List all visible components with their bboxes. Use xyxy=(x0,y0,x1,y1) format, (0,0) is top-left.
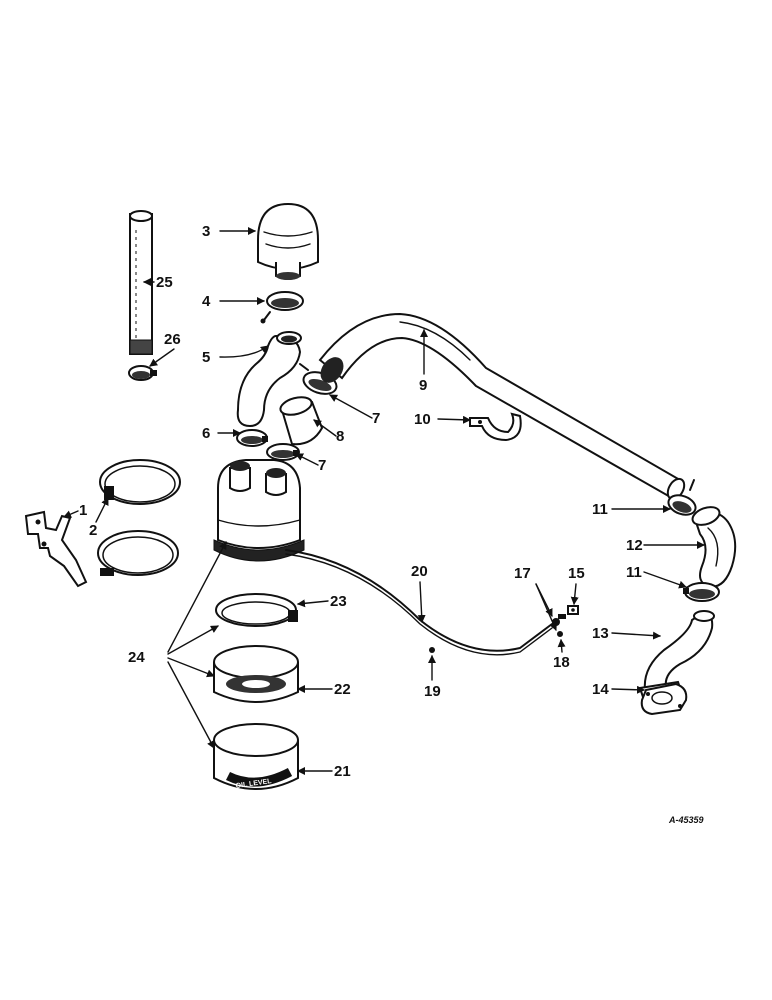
callout-17: 17 xyxy=(514,565,531,582)
callout-9: 9 xyxy=(419,377,427,394)
callout-8: 8 xyxy=(336,428,344,445)
callout-25: 25 xyxy=(156,274,173,291)
inner-cup-part-22 xyxy=(213,645,299,703)
callout-26: 26 xyxy=(164,331,181,348)
bracket-part-10 xyxy=(469,412,522,442)
long-tube-part xyxy=(318,312,686,501)
callout-6: 6 xyxy=(202,425,210,442)
small-clamp-part xyxy=(128,365,157,381)
callout-3: 3 xyxy=(202,223,210,240)
bracket-part-1 xyxy=(24,510,88,588)
clamp-part-4 xyxy=(260,291,304,324)
clamp-part-7-lower xyxy=(266,443,300,461)
callout-labels: 1 2 3 4 5 6 7 7 8 9 10 11 11 12 13 14 15… xyxy=(79,223,704,825)
callout-19: 19 xyxy=(424,683,441,700)
callout-1: 1 xyxy=(79,502,87,519)
fitting-parts xyxy=(429,605,579,653)
gasket-part-14 xyxy=(640,682,688,716)
callout-24: 24 xyxy=(128,649,145,666)
clamp-part-11-upper xyxy=(667,479,697,516)
callout-15: 15 xyxy=(568,565,585,582)
callout-13: 13 xyxy=(592,625,609,642)
callout-14: 14 xyxy=(592,681,609,698)
air-cleaner-body xyxy=(213,459,305,562)
callout-7-upper: 7 xyxy=(372,410,380,427)
intake-pipe-part xyxy=(129,210,153,355)
callout-12: 12 xyxy=(626,537,643,554)
leader-lines xyxy=(63,227,705,775)
callout-7-lower: 7 xyxy=(318,457,326,474)
callout-23: 23 xyxy=(330,593,347,610)
clamp-part-11-lower xyxy=(683,582,720,602)
reference-code: A-45359 xyxy=(668,815,704,825)
elbow-hose-part-12 xyxy=(691,506,737,588)
gasket-part-23 xyxy=(215,593,298,627)
callout-11-lower: 11 xyxy=(626,564,642,581)
callout-11-upper: 11 xyxy=(592,501,608,518)
callout-18: 18 xyxy=(553,654,570,671)
callout-21: 21 xyxy=(334,763,351,780)
callout-2: 2 xyxy=(89,522,97,539)
band-clamp-parts xyxy=(97,459,181,576)
callout-22: 22 xyxy=(334,681,351,698)
oil-cup-part-21: OIL LEVEL xyxy=(213,723,299,790)
sleeve-part xyxy=(279,396,324,446)
callout-20: 20 xyxy=(411,563,428,580)
cap-part xyxy=(257,202,319,280)
callout-10: 10 xyxy=(414,411,431,428)
callout-5: 5 xyxy=(202,349,210,366)
elbow-hose-part xyxy=(236,331,302,428)
callout-4: 4 xyxy=(202,293,211,310)
clamp-part-6 xyxy=(236,429,268,447)
